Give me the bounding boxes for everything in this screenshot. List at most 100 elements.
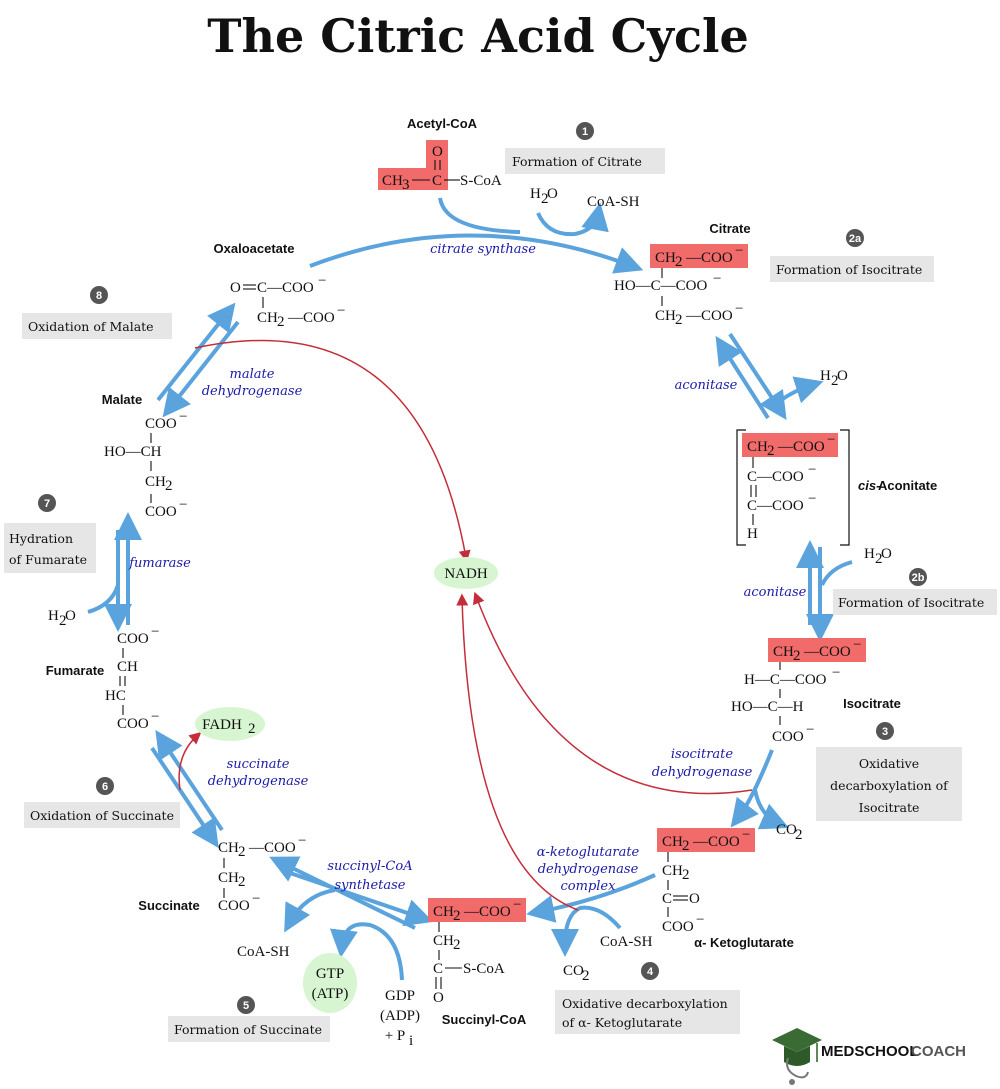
svg-text:C—COO: C—COO [747, 498, 804, 514]
svg-text:GDP: GDP [385, 988, 415, 1004]
svg-text:synthetase: synthetase [334, 878, 405, 893]
svg-text:COO: COO [145, 504, 177, 520]
svg-text:O: O [433, 990, 444, 1006]
svg-text:−: − [179, 497, 187, 513]
svg-text:C: C [432, 173, 442, 189]
svg-text:2: 2 [767, 443, 775, 459]
arrow-coash-out-2 [284, 888, 336, 933]
step-2a: 2a Formation of Isocitrate [770, 229, 934, 282]
svg-text:C—COO: C—COO [257, 280, 314, 296]
svg-text:NADH: NADH [444, 566, 487, 582]
svg-text:2: 2 [675, 312, 683, 328]
svg-text:Aconitate: Aconitate [878, 478, 937, 493]
svg-text:Formation of Succinate: Formation of Succinate [174, 1022, 322, 1037]
enzyme-malate-dh: malate dehydrogenase [202, 367, 303, 399]
svg-text:(ADP): (ADP) [380, 1008, 420, 1024]
arrow-aconitase-1b [715, 335, 770, 420]
svg-text:GTP: GTP [316, 966, 344, 982]
svg-text:CH: CH [382, 173, 403, 189]
svg-text:2: 2 [238, 874, 246, 890]
svg-text:2: 2 [277, 314, 285, 330]
arrow-sdh-b [150, 746, 219, 848]
svg-text:CH: CH [662, 863, 683, 879]
svg-text:succinyl-CoA: succinyl-CoA [327, 859, 412, 874]
svg-text:Citrate: Citrate [709, 221, 750, 236]
svg-text:Oxidative: Oxidative [859, 756, 919, 771]
svg-text:7: 7 [44, 498, 50, 510]
svg-text:i: i [409, 1033, 413, 1049]
svg-text:Fumarate: Fumarate [46, 663, 105, 678]
svg-text:2: 2 [682, 867, 690, 883]
enzyme-citrate-synthase: citrate synthase [430, 242, 536, 257]
svg-text:dehydrogenase: dehydrogenase [652, 765, 753, 780]
arrow-isocitrate-dh [730, 749, 774, 828]
arrow-coash-out [536, 202, 609, 237]
svg-text:H: H [48, 608, 59, 624]
arrow-gdp-in [329, 922, 404, 981]
svg-text:CH: CH [145, 474, 166, 490]
svg-text:−: − [337, 303, 345, 319]
svg-text:CH: CH [257, 310, 278, 326]
svg-text:malate: malate [230, 367, 275, 382]
step-5: 5 Formation of Succinate [168, 996, 330, 1042]
svg-text:HO—C—H: HO—C—H [731, 699, 804, 715]
svg-text:Oxidative decarboxylation: Oxidative decarboxylation [562, 996, 728, 1011]
svg-text:O: O [689, 891, 700, 907]
svg-text:−: − [853, 637, 861, 653]
svg-text:2: 2 [875, 551, 883, 567]
svg-text:2: 2 [238, 844, 246, 860]
arrow-scs-a [269, 856, 416, 930]
co2-1: CO2 [776, 822, 803, 843]
svg-text:2b: 2b [912, 572, 925, 584]
enzyme-isocitrate-dh: isocitrate dehydrogenase [652, 747, 753, 780]
svg-text:2: 2 [793, 648, 801, 664]
svg-text:CH: CH [655, 308, 676, 324]
svg-text:—COO: —COO [685, 250, 733, 266]
svg-text:O: O [881, 546, 892, 562]
svg-text:CO: CO [563, 963, 584, 979]
svg-text:−: − [713, 271, 721, 287]
svg-text:O: O [65, 608, 76, 624]
svg-text:COO: COO [117, 716, 149, 732]
svg-text:2: 2 [831, 373, 839, 389]
svg-text:—COO: —COO [803, 644, 851, 660]
svg-text:Hydration: Hydration [9, 531, 73, 546]
svg-text:−: − [696, 912, 704, 928]
svg-text:FADH: FADH [202, 717, 242, 733]
svg-text:Formation of Isocitrate: Formation of Isocitrate [776, 262, 922, 277]
svg-text:H—C—COO: H—C—COO [744, 672, 827, 688]
svg-text:−: − [808, 462, 816, 478]
svg-text:O: O [547, 186, 558, 202]
molecule-fumarate: COO− CH HC COO− Fumarate [46, 624, 160, 732]
cofactor-gtp-atp: GTP (ATP) [303, 953, 357, 1013]
svg-text:C: C [662, 891, 672, 907]
step-7: 7 Hydration of Fumarate [4, 494, 96, 573]
step-8: 8 Oxidation of Malate [22, 286, 172, 339]
svg-text:complex: complex [561, 879, 617, 894]
arrow-mdh-b [162, 320, 240, 418]
svg-text:O: O [432, 144, 443, 160]
enzyme-succinate-dh: succinate dehydrogenase [208, 757, 309, 789]
svg-text:−: − [252, 891, 260, 907]
svg-text:CH: CH [218, 870, 239, 886]
svg-text:CH: CH [218, 840, 239, 856]
svg-text:CH: CH [433, 904, 454, 920]
svg-text:CH: CH [655, 250, 676, 266]
medschoolcoach-logo: MEDSCHOOL COACH [772, 1028, 966, 1085]
svg-text:CH: CH [662, 834, 683, 850]
svg-text:−: − [742, 827, 750, 843]
enzyme-fumarase: fumarase [128, 556, 191, 571]
svg-text:−: − [318, 273, 326, 289]
svg-text:2: 2 [675, 254, 683, 270]
svg-text:of Fumarate: of Fumarate [9, 552, 87, 567]
cofactor-nadh: NADH [434, 557, 498, 589]
svg-text:H: H [864, 546, 875, 562]
arrow-akg-dh [526, 873, 656, 923]
